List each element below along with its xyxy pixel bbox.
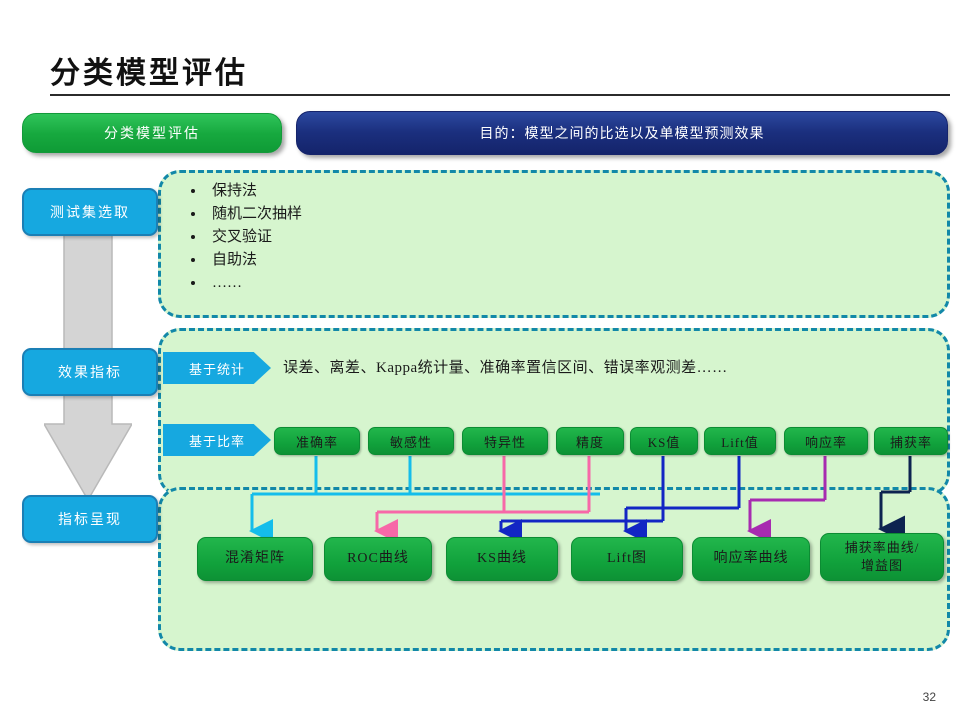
tag-ratio-based: 基于比率 <box>163 424 271 456</box>
stage-test-set[interactable]: 测试集选取 <box>22 188 158 236</box>
stage-outputs[interactable]: 指标呈现 <box>22 495 158 543</box>
panel-test-set <box>158 170 950 318</box>
output-box[interactable]: 捕获率曲线/ 增益图 <box>820 533 944 581</box>
metric-chip[interactable]: 特异性 <box>462 427 548 455</box>
metric-chip[interactable]: Lift值 <box>704 427 776 455</box>
page-title: 分类模型评估 <box>50 57 248 90</box>
title-divider <box>50 94 950 96</box>
section-pill-green[interactable]: 分类模型评估 <box>22 113 282 153</box>
purpose-banner: 目的：模型之间的比选以及单模型预测效果 <box>296 111 948 155</box>
metric-chip[interactable]: 精度 <box>556 427 624 455</box>
bullet-item: 保持法 <box>206 180 302 203</box>
bullet-item: …… <box>206 272 302 295</box>
output-box[interactable]: Lift图 <box>571 537 683 581</box>
test-set-bullet-list: 保持法随机二次抽样交叉验证自助法…… <box>186 180 302 295</box>
metric-chip[interactable]: KS值 <box>630 427 698 455</box>
stage-metrics[interactable]: 效果指标 <box>22 348 158 396</box>
output-box[interactable]: 响应率曲线 <box>692 537 810 581</box>
statistic-metrics-text: 误差、离差、Kappa统计量、准确率置信区间、错误率观测差…… <box>283 360 728 376</box>
metric-chip[interactable]: 敏感性 <box>368 427 454 455</box>
output-box[interactable]: 混淆矩阵 <box>197 537 313 581</box>
metric-chip[interactable]: 准确率 <box>274 427 360 455</box>
page-number: 32 <box>922 690 936 704</box>
bullet-item: 交叉验证 <box>206 226 302 249</box>
metric-chip[interactable]: 捕获率 <box>874 427 948 455</box>
metric-chip[interactable]: 响应率 <box>784 427 868 455</box>
output-box[interactable]: KS曲线 <box>446 537 558 581</box>
output-box[interactable]: ROC曲线 <box>324 537 432 581</box>
tag-statistic-based: 基于统计 <box>163 352 271 384</box>
bullet-item: 自助法 <box>206 249 302 272</box>
bullet-item: 随机二次抽样 <box>206 203 302 226</box>
